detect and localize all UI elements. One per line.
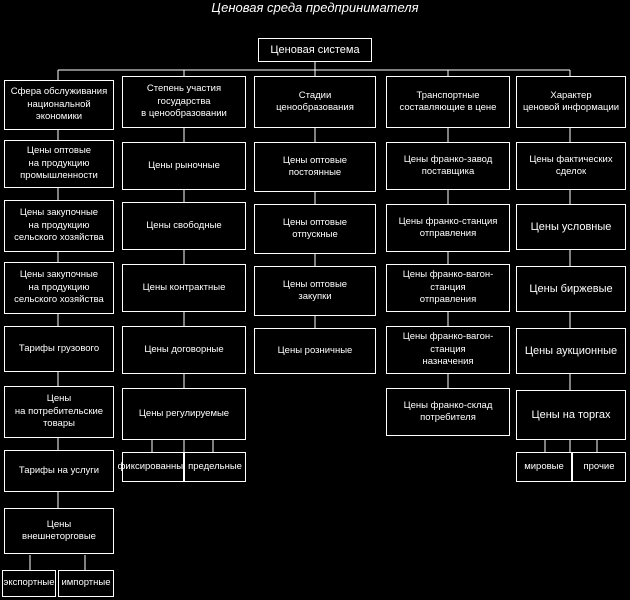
leaf-box: фиксированные xyxy=(118,452,188,482)
column-item: Цены оптовые отпускные xyxy=(254,204,376,254)
leaf-box: предельные xyxy=(184,452,246,482)
column-item: Цены на потребительские товары xyxy=(4,386,114,438)
column-item: Цены оптовые на продукцию промышленности xyxy=(4,140,114,188)
column-item: Тарифы грузового xyxy=(4,326,114,372)
column-item: Тарифы на услуги xyxy=(4,450,114,492)
column-item: Цены закупочные на продукцию сельского х… xyxy=(4,262,114,314)
column-header: Степень участия государства в ценообразо… xyxy=(122,76,246,128)
column-item: Цены франко-завод поставщика xyxy=(386,142,510,190)
column-header: Стадии ценообразования xyxy=(254,76,376,128)
column-header: Транспортные составляющие в цене xyxy=(386,76,510,128)
leaf-box: экспортные xyxy=(2,570,56,597)
column-header: Характер ценовой информации xyxy=(516,76,626,128)
leaf-box: импортные xyxy=(58,570,114,597)
root-box: Ценовая система xyxy=(258,38,372,62)
leaf-box: мировые xyxy=(516,452,572,482)
column-item: Цены оптовые закупки xyxy=(254,266,376,316)
column-item: Цены условные xyxy=(516,204,626,250)
column-item: Цены договорные xyxy=(122,326,246,374)
column-item: Цены оптовые постоянные xyxy=(254,142,376,192)
column-item: Цены фактических сделок xyxy=(516,142,626,190)
column-item: Цены закупочные на продукцию сельского х… xyxy=(4,200,114,252)
column-item: Цены аукционные xyxy=(516,328,626,374)
column-item: Цены рыночные xyxy=(122,142,246,190)
column-item: Цены франко-вагон-станция отправления xyxy=(386,264,510,312)
column-item: Цены франко-станция отправления xyxy=(386,204,510,252)
column-item: Цены контрактные xyxy=(122,264,246,312)
column-item: Цены биржевые xyxy=(516,266,626,312)
column-header: Сфера обслуживания национальной экономик… xyxy=(4,80,114,130)
column-item: Цены розничные xyxy=(254,328,376,374)
column-item: Цены внешнеторговые xyxy=(4,508,114,554)
column-item: Цены свободные xyxy=(122,202,246,250)
column-item: Цены франко-склад потребителя xyxy=(386,388,510,436)
leaf-box: прочие xyxy=(572,452,626,482)
column-item: Цены регулируемые xyxy=(122,388,246,440)
column-item: Цены на торгах xyxy=(516,390,626,440)
diagram-title: Ценовая среда предпринимателя xyxy=(211,0,419,15)
column-item: Цены франко-вагон-станция назначения xyxy=(386,326,510,374)
